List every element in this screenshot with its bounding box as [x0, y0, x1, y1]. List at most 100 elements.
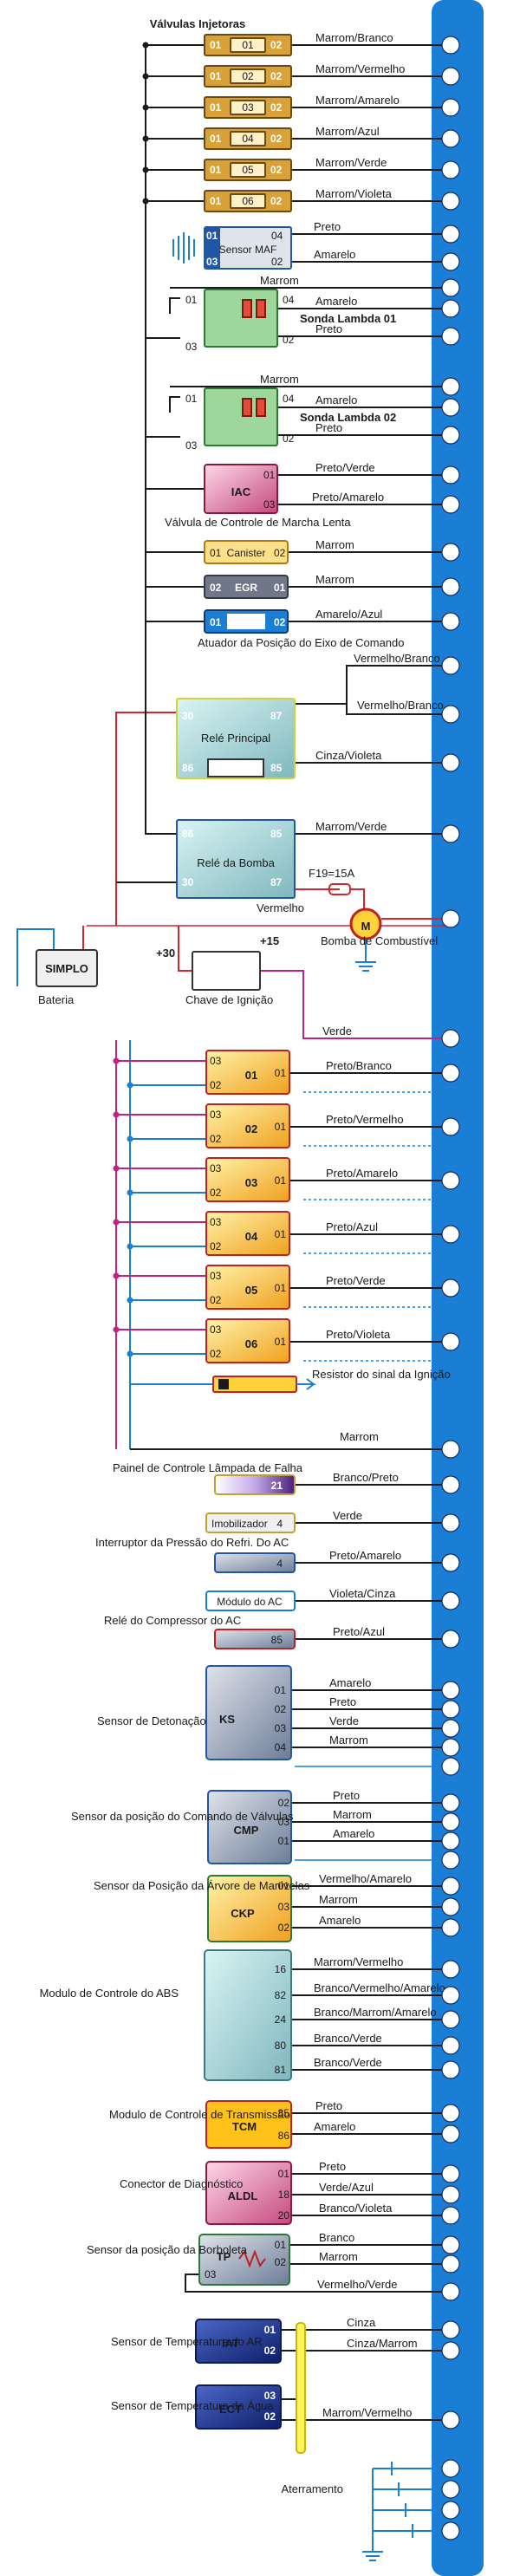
lambda-heater-wire	[169, 297, 180, 314]
pump-relay-pin: 87	[270, 876, 283, 888]
malfunction-lamp-connector	[214, 1474, 296, 1495]
pump-relay-pin: 85	[270, 828, 283, 840]
bus-pin-socket	[441, 2010, 460, 2029]
lambda-pin: 04	[283, 393, 295, 405]
injector-pin-right: 02	[270, 70, 283, 82]
injector-number: 05	[242, 164, 254, 176]
injector-coil	[230, 131, 266, 146]
cmp-label: CMP	[234, 1824, 259, 1837]
bus-pin-socket	[441, 2501, 460, 2520]
aldl-connector-body	[205, 2161, 292, 2225]
main-relay-feed-red	[115, 712, 177, 912]
wire-color-label: Preto	[329, 1695, 356, 1708]
aldl-pin: 18	[278, 2189, 290, 2201]
bus-pin-socket	[441, 327, 460, 346]
coil-pin: 03	[210, 1216, 222, 1228]
bus-pin-socket	[441, 2036, 460, 2055]
injector-pin-right: 02	[270, 39, 283, 51]
cam-actuator-caption: Atuador da Posição do Eixo de Comando	[198, 636, 405, 649]
maf-pin: 04	[271, 230, 283, 242]
main-relay-pin: 30	[182, 710, 194, 722]
main-relay-pin: 87	[270, 710, 283, 722]
wire-color-label: Amarelo	[314, 2120, 355, 2133]
wire-color-label: Preto	[315, 2099, 342, 2112]
potentiometer-icon	[238, 2249, 266, 2268]
aldl-label: ALDL	[228, 2189, 258, 2202]
bus-pin-socket	[441, 543, 460, 562]
iat-caption: Sensor de Temperatura do AR	[111, 2335, 263, 2348]
wire-color-label: Branco/Marrom/Amarelo	[314, 2006, 437, 2019]
coil-return-junction	[127, 1189, 133, 1196]
ks-pin: 02	[275, 1703, 287, 1715]
lambda-pin: 04	[283, 294, 295, 306]
injector-number: 04	[242, 133, 254, 145]
wire-color-label: Marrom/Branco	[315, 31, 393, 44]
bus-pin-socket	[441, 2320, 460, 2339]
wire-color-label: Preto/Branco	[326, 1059, 392, 1072]
wire-color-label: Amarelo	[333, 1827, 374, 1840]
bus-pin-socket	[441, 1897, 460, 1916]
wires-layer	[16, 42, 451, 2552]
coil-pin: 01	[275, 1174, 287, 1187]
wire-color-label: Vermelho/Amarelo	[319, 1872, 412, 1885]
wire-color-label: Preto/Vermelho	[326, 1113, 404, 1126]
battery-caption: Bateria	[38, 993, 75, 1006]
bus-pin-socket	[441, 1681, 460, 1700]
maf-label: Sensor MAF	[219, 244, 277, 256]
wire-color-label: Marrom/Vermelho	[315, 62, 405, 75]
injector-number: 01	[242, 39, 254, 51]
coil-pin: 01	[275, 1282, 287, 1294]
wire-color-label: Preto/Azul	[333, 1625, 385, 1638]
ground-caption: Aterramento	[281, 2482, 343, 2495]
injector-pin-right: 02	[270, 195, 283, 207]
iat-pin: 02	[264, 2345, 276, 2357]
iac-caption: Válvula de Controle de Marcha Lenta	[165, 516, 351, 529]
coil-pin: 01	[275, 1067, 287, 1079]
maf-pin: 01	[206, 230, 218, 242]
bus-pin-socket	[441, 465, 460, 485]
coil-pin: 02	[210, 1079, 222, 1091]
bus-pin-socket	[441, 824, 460, 843]
iat-label: IAT	[222, 2337, 239, 2350]
wire-color-label: Marrom/Vermelho	[322, 2406, 412, 2419]
fuse-label: F19=15A	[309, 867, 354, 880]
ignition-coil-body	[205, 1211, 290, 1256]
lambda-label: Sonda Lambda 02	[300, 411, 396, 424]
bus-pin-socket	[441, 2185, 460, 2204]
injector-number: 03	[242, 101, 254, 114]
bus-pin-socket	[441, 1918, 460, 1937]
ignition-caption: Chave de Ignição	[185, 993, 273, 1006]
ckp-caption: Sensor da Posição da Árvore de Manivelas	[94, 1879, 310, 1892]
maf-sensor-pinstrip	[205, 227, 220, 269]
wire-color-label: Vermelho	[257, 901, 304, 914]
bus-pin-socket	[441, 1700, 460, 1719]
wire-color-label: Vermelho/Verde	[317, 2278, 398, 2291]
injector-pin-left: 01	[210, 133, 222, 145]
immobilizer-pin: 4	[276, 1518, 283, 1530]
wire-color-label: Marrom	[315, 538, 354, 551]
bus-pin-socket	[441, 1757, 460, 1776]
bus-pin-socket	[441, 1171, 460, 1190]
abs-pin: 80	[275, 2039, 287, 2052]
wire-color-label: Amarelo	[319, 1914, 361, 1927]
wire-color-label: Marrom	[260, 274, 299, 287]
wire-color-label: Verde	[322, 1025, 352, 1038]
bus-pins-layer	[441, 36, 460, 2540]
ckp-pin: 01	[278, 1880, 290, 1892]
bus-pin-socket	[441, 2104, 460, 2123]
coil-feed-junction	[113, 1165, 120, 1172]
resistor-terminal-icon	[218, 1379, 229, 1389]
bus-pin-socket	[441, 1877, 460, 1896]
coil-return-junction	[127, 1082, 133, 1089]
injector-number: 02	[242, 70, 254, 82]
wire-color-label: Violeta/Cinza	[329, 1587, 396, 1600]
bus-pin-socket	[441, 2124, 460, 2143]
wire-color-label: Branco/Preto	[333, 1471, 399, 1484]
canister-valve-body	[204, 540, 289, 564]
bus-pin-socket	[441, 1225, 460, 1244]
bus-pin-socket	[441, 1278, 460, 1298]
wire-color-label: Marrom	[260, 373, 299, 386]
bus-pin-socket	[441, 160, 460, 179]
wire-color-label: Marrom	[340, 1430, 379, 1443]
bus-pin-socket	[441, 2410, 460, 2430]
